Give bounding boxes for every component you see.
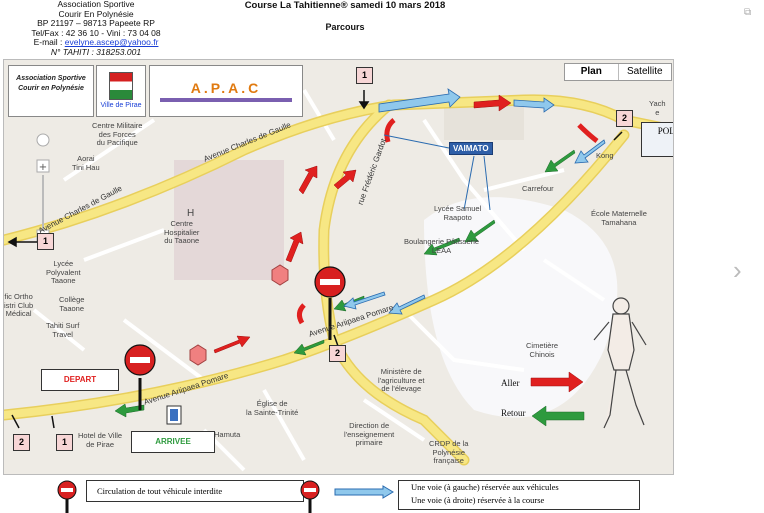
route-point-1: 1 — [356, 67, 373, 84]
finish-flag-icon — [166, 405, 182, 425]
place-label: Centre Militaire des Forces du Pacifique — [92, 121, 143, 147]
legend-interdite: Circulation de tout véhicule interdite — [86, 480, 304, 502]
place-label: Cimetière Chinois — [526, 341, 559, 359]
place-label: Lycée Polyvalent Taaone — [46, 259, 81, 285]
police-box: POLICE MUNICIPALE ARUE — [641, 122, 673, 157]
tahiti-number: N° TAHITI : 318253.001 — [50, 46, 142, 57]
place-label: Hotel de Ville de Pirae — [78, 431, 123, 449]
place-label: Lycée Samuel Raapoto — [434, 204, 482, 222]
svg-text:+: + — [39, 162, 47, 173]
route-point-2: 2 — [616, 110, 633, 127]
map-canvas: + − — [4, 60, 673, 474]
page-subtitle: Parcours — [325, 22, 365, 32]
place-label: École Maternelle Tamahana — [591, 209, 647, 227]
no-entry-icon — [314, 266, 346, 340]
no-entry-icon — [300, 480, 320, 513]
place-label: Tahiti Surf Travel — [46, 321, 80, 339]
association-name: Association Sportive — [57, 0, 135, 9]
association-header: Association Sportive Courir En Polynésie… — [0, 0, 192, 58]
place-label: Boulangerie Pâtisserie LEAA — [404, 237, 480, 255]
map-view-toggle[interactable]: Plan Satellite — [564, 63, 672, 81]
city-logo: Ville de Pirae — [96, 65, 146, 117]
legend-retour: Retour — [501, 408, 526, 418]
place-label: Aorai Tini Hau — [72, 154, 100, 172]
email-link[interactable]: evelyne.ascep@yahoo.fr — [64, 37, 159, 48]
lane-arrow-icon — [334, 485, 394, 499]
route-point-2: 2 — [329, 345, 346, 362]
route-point-1: 1 — [56, 434, 73, 451]
place-label: fic Ortho istri Club Médical — [4, 292, 34, 318]
satellite-view-button[interactable]: Satellite — [626, 66, 663, 77]
association-phone: Tel/Fax : 42 36 10 - Vini : 73 04 08 — [31, 27, 161, 38]
place-label: Direction de l'enseignement primaire — [344, 421, 395, 447]
runner-illustration — [593, 297, 647, 429]
page-title: Course La Tahitienne® samedi 10 mars 201… — [244, 0, 446, 11]
place-label: Kong — [596, 151, 614, 160]
route-point-2: 2 — [13, 434, 30, 451]
place-label: CRDP de la Polynésie française — [429, 439, 469, 465]
place-label: Yach e — [649, 99, 666, 117]
route-map[interactable]: + − — [3, 59, 674, 475]
no-entry-icon — [57, 480, 77, 513]
legend-aller: Aller — [501, 378, 520, 388]
association-logo: Association Sportive Courir en Polynésie — [8, 65, 94, 117]
stop-sign-icon — [271, 264, 289, 286]
arrivee-label: ARRIVEE — [131, 431, 215, 453]
next-arrow-icon[interactable]: › — [733, 255, 742, 285]
stop-sign-icon — [189, 344, 207, 366]
association-address: BP 21197 – 98713 Papeete RP — [37, 18, 155, 29]
vaimato-label: VAIMATO — [449, 142, 493, 155]
no-entry-icon — [124, 344, 156, 410]
place-label: Centre Hospitalier du Taaone — [164, 219, 200, 245]
association-name-2: Courir En Polynésie — [58, 8, 134, 19]
expand-icon[interactable]: ⧉ — [744, 7, 752, 18]
place-label: Carrefour — [522, 184, 554, 193]
route-point-1: 1 — [37, 233, 54, 250]
place-label: Hamuta — [214, 430, 241, 439]
plan-view-button[interactable]: Plan — [565, 64, 619, 80]
place-label: Collège Taaone — [59, 295, 85, 313]
place-label: Ministère de l'agriculture et de l'éleva… — [378, 367, 425, 393]
apac-logo: A.P.A.C — [149, 65, 303, 117]
legend-voies: Une voie (à gauche) réservée aux véhicul… — [398, 480, 640, 510]
association-email-line: E-mail : evelyne.ascep@yahoo.fr — [33, 37, 159, 48]
depart-label: DEPART — [41, 369, 119, 391]
hospital-icon: H — [187, 208, 195, 219]
place-label: Église de la Sainte-Trinité — [246, 399, 299, 417]
